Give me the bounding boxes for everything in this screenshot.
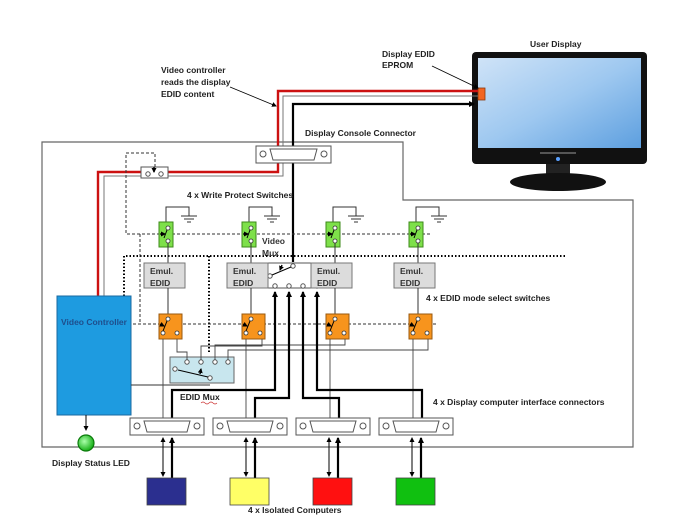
emul-edid-label-1: Emul. xyxy=(233,266,256,276)
write-protect-switch xyxy=(325,221,341,248)
isolated-computer-1 xyxy=(146,477,187,506)
eprom-pointer xyxy=(431,65,479,89)
edid-mode-select-label: 4 x EDID mode select switches xyxy=(426,293,551,303)
emul-edid-label-1: Emul. xyxy=(317,266,340,276)
isolated-computer-2 xyxy=(229,477,270,506)
display-interface-connector xyxy=(129,417,205,436)
ground-icon xyxy=(264,215,280,223)
isolated-computer-3 xyxy=(312,477,353,506)
enclosure-outline xyxy=(41,141,634,448)
write-protect-switch xyxy=(241,221,257,248)
emul-edid-label-2: EDID xyxy=(150,278,170,288)
display-interface-connectors-label: 4 x Display computer interface connector… xyxy=(433,397,605,407)
mode2-to-mux xyxy=(200,339,263,360)
display-console-connector-label: Display Console Connector xyxy=(305,128,417,138)
ground-wire xyxy=(248,206,273,222)
emul-edid-label-2: EDID xyxy=(233,278,253,288)
channel-4: Emul. EDID xyxy=(393,206,447,340)
display-interface-connector xyxy=(212,417,288,436)
video-controller-reads-label-2: reads the display xyxy=(161,77,231,87)
mode3-to-mux xyxy=(214,339,346,360)
emul-edid-block: Emul. EDID xyxy=(143,262,186,289)
emul-edid-block: Emul. EDID xyxy=(226,262,269,289)
video-mux-label-1: Video xyxy=(262,236,285,246)
video-controller-reads-label-1: Video controller xyxy=(161,65,226,75)
edid-mux-underline xyxy=(200,401,218,405)
emul-edid-block: Emul. EDID xyxy=(310,262,353,289)
edid-return-line xyxy=(103,95,478,296)
ground-wire xyxy=(165,206,190,222)
edid-mode-select-switch xyxy=(325,313,350,340)
video-controller-label: Video Controller xyxy=(61,317,128,327)
display-edid-eprom-label-1: Display EDID xyxy=(382,49,435,59)
video-controller-block xyxy=(56,295,132,416)
channel-1: Emul. EDID xyxy=(143,206,197,340)
ground-icon xyxy=(181,215,197,223)
write-protect-switches-label: 4 x Write Protect Switches xyxy=(187,190,293,200)
isolated-computers-label: 4 x Isolated Computers xyxy=(248,505,342,515)
video-in-3 xyxy=(300,291,341,418)
ground-wire xyxy=(332,206,357,222)
ground-icon xyxy=(431,215,447,223)
video-controller-reads-label-3: EDID content xyxy=(161,89,215,99)
channel-2: Emul. EDID xyxy=(226,206,280,340)
display-interface-connector xyxy=(378,417,454,436)
ground-icon xyxy=(348,215,364,223)
edid-mode-select-switch xyxy=(241,313,266,340)
emul-edid-label-2: EDID xyxy=(400,278,420,288)
user-display-monitor xyxy=(472,52,647,191)
mode1-to-mux xyxy=(176,339,188,360)
write-protect-control-dashed xyxy=(125,152,432,235)
edid-read-line xyxy=(96,89,478,296)
video-output-line xyxy=(291,101,475,262)
write-protect-switch xyxy=(158,221,174,248)
display-status-led xyxy=(77,434,95,452)
video-mux-label-2: Mux xyxy=(262,248,279,258)
edid-mode-select-switch xyxy=(158,313,183,340)
display-status-led-label: Display Status LED xyxy=(52,458,130,468)
ground-wire xyxy=(415,206,440,222)
video-in-1 xyxy=(170,291,278,418)
emul-edid-label-2: EDID xyxy=(317,278,337,288)
mode4-to-mux xyxy=(227,339,429,360)
emul-edid-block: Emul. EDID xyxy=(393,262,436,289)
user-display-label: User Display xyxy=(530,39,582,49)
edid-mux xyxy=(169,356,235,384)
write-protect-switch xyxy=(408,221,424,248)
display-edid-eprom xyxy=(477,87,486,101)
display-console-connector xyxy=(255,145,332,164)
edid-mux-label: EDID Mux xyxy=(180,392,220,402)
edid-mode-select-switch xyxy=(408,313,433,340)
master-write-protect-switch xyxy=(140,166,169,179)
channel-3: Emul. EDID xyxy=(310,206,364,340)
video-in-2 xyxy=(253,291,292,418)
video-controller-reads-pointer xyxy=(229,86,277,107)
emul-edid-label-1: Emul. xyxy=(150,266,173,276)
video-in-4 xyxy=(314,291,424,418)
display-interface-connector xyxy=(295,417,371,436)
emul-edid-label-1: Emul. xyxy=(400,266,423,276)
isolated-computer-4 xyxy=(395,477,436,506)
display-edid-eprom-label-2: EPROM xyxy=(382,60,413,70)
